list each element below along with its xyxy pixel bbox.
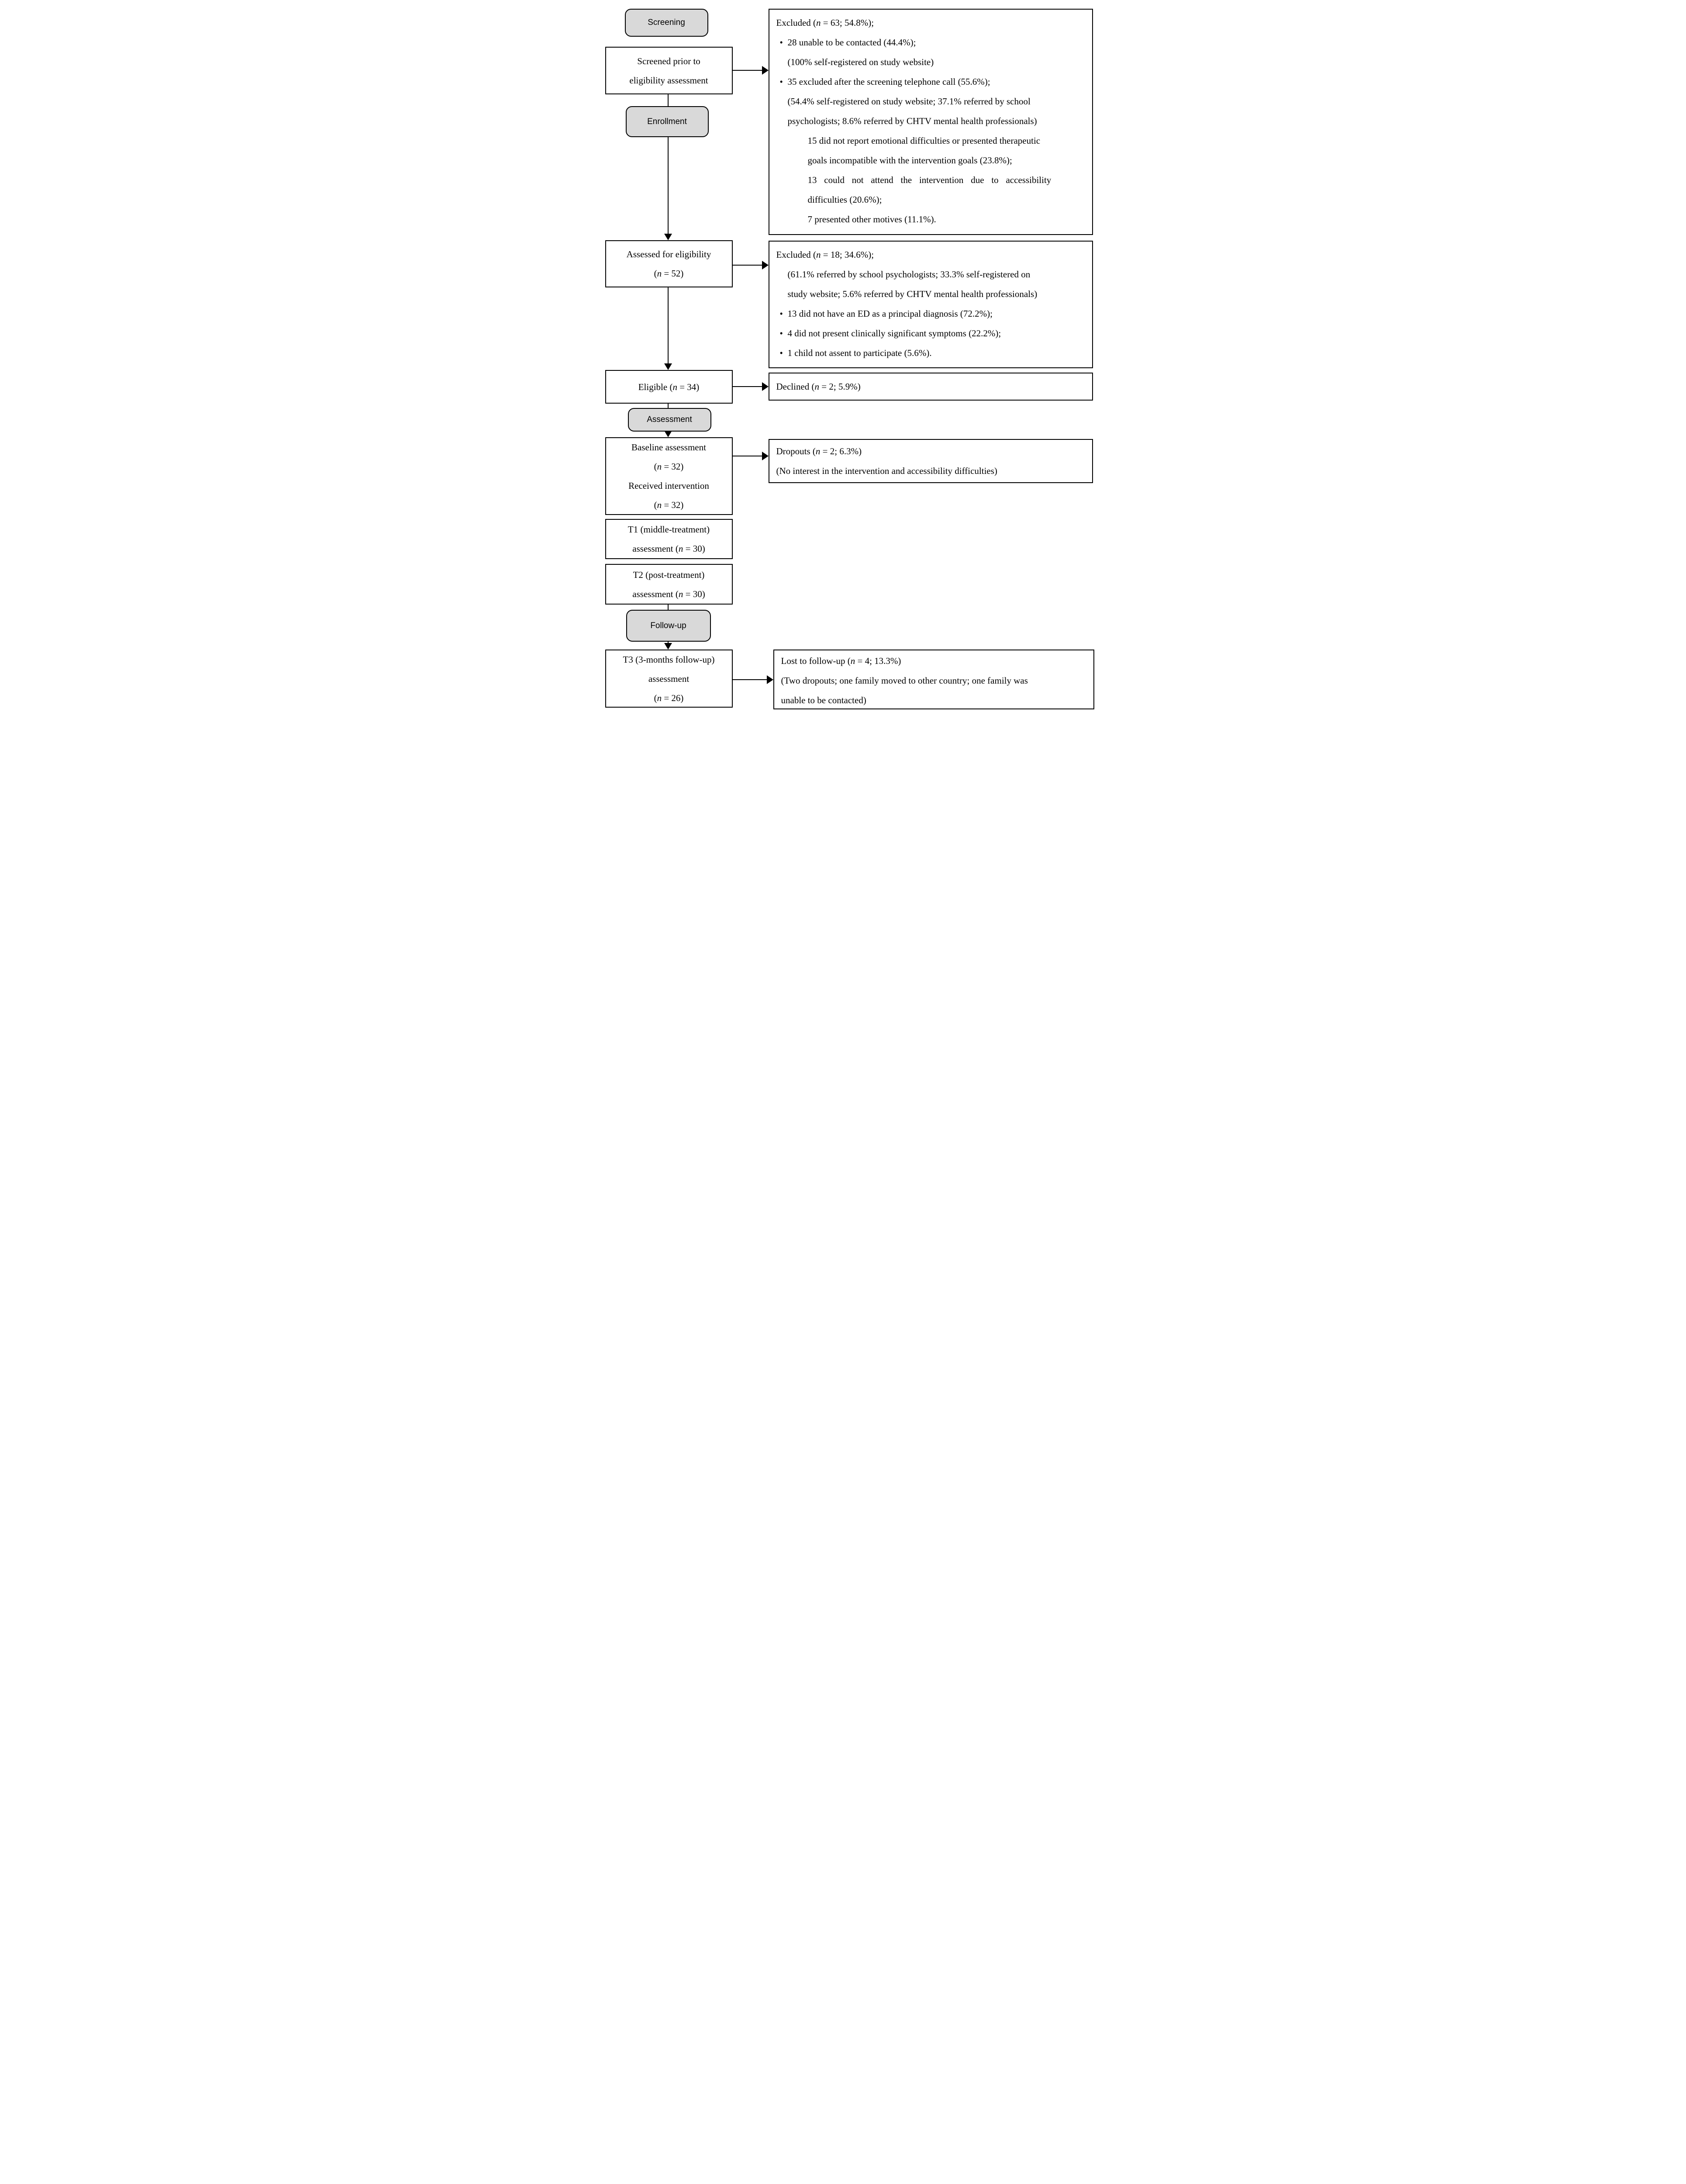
- box-declined: Declined (n = 2; 5.9%): [768, 373, 1093, 401]
- box-text: Screened prior to eligibility assessment: [606, 48, 732, 93]
- arrow-right-icon: [762, 452, 769, 460]
- text-line: Declined (n = 2; 5.9%): [776, 381, 861, 392]
- connector-eligible-to-assessment-label: [667, 404, 669, 408]
- box-eligible: Eligible (n = 34): [605, 370, 733, 404]
- consort-flow-diagram: Screening Enrollment Assessment Follow-u…: [590, 0, 1096, 711]
- box-screened-prior: Screened prior to eligibility assessment: [605, 47, 733, 94]
- box-text: T3 (3-months follow-up) assessment (n = 26…: [606, 650, 732, 707]
- box-t2-assessment: T2 (post-treatment) assessment (n = 30): [605, 564, 733, 605]
- stage-label-text: Screening: [648, 18, 685, 27]
- text-line: Excluded (n = 18; 34.6%);: [776, 249, 874, 260]
- bullet-icon: •: [779, 328, 783, 339]
- text-line: Excluded (n = 63; 54.8%);: [776, 17, 874, 28]
- text-line: T1 (middle-treatment): [628, 524, 710, 535]
- connector-screened-to-enrollment: [667, 94, 669, 106]
- box-excluded-eligibility: Excluded (n = 18; 34.6%); (61.1% referred…: [768, 241, 1093, 368]
- text-line: (100% self-registered on study website): [787, 57, 934, 67]
- text-line: (No interest in the intervention and acc…: [776, 466, 997, 476]
- connector-t2-to-follow-up-label: [667, 605, 669, 610]
- connector-eligible-to-declined: [732, 386, 762, 387]
- bullet-icon: •: [779, 76, 783, 87]
- stage-label-enrollment: Enrollment: [625, 106, 709, 137]
- arrow-right-icon: [762, 382, 769, 391]
- text-line: Lost to follow-up (n = 4; 13.3%): [781, 656, 901, 666]
- stage-label-text: Assessment: [647, 415, 692, 424]
- connector-screened-to-excluded: [732, 70, 762, 71]
- text-line: •28 unable to be contacted (44.4%);: [776, 33, 1089, 52]
- text-line: assessment: [648, 673, 690, 684]
- text-line: 13 could not attend the intervention due…: [807, 175, 1052, 185]
- arrow-down-icon: [664, 643, 672, 650]
- box-baseline-assessment: Baseline assessment (n = 32) Received inte…: [605, 437, 733, 515]
- box-excluded-screening: Excluded (n = 63; 54.8%); •28 unable to b…: [768, 9, 1093, 235]
- box-text: T1 (middle-treatment) assessment (n = 30): [606, 520, 732, 558]
- stage-label-follow-up: Follow-up: [626, 610, 711, 642]
- box-t3-assessment: T3 (3-months follow-up) assessment (n = 26…: [605, 650, 733, 708]
- text-line: •13 did not have an ED as a principal di…: [776, 304, 1089, 324]
- text-line: T2 (post-treatment): [633, 569, 705, 580]
- text-line: (Two dropouts; one family moved to other…: [781, 675, 1028, 686]
- text-line: Assessed for eligibility: [626, 249, 711, 259]
- box-text: T2 (post-treatment) assessment (n = 30): [606, 565, 732, 604]
- text-line: unable to be contacted): [781, 695, 866, 705]
- stage-label-text: Follow-up: [650, 621, 686, 630]
- arrow-right-icon: [762, 261, 769, 270]
- text-line: Dropouts (n = 2; 6.3%): [776, 446, 862, 456]
- stage-label-screening: Screening: [624, 9, 708, 37]
- box-assessed-for-eligibility: Assessed for eligibility (n = 52): [605, 240, 733, 287]
- arrow-down-icon: [664, 234, 672, 240]
- text-line: (n = 32): [654, 461, 684, 472]
- text-line: Baseline assessment: [631, 442, 706, 453]
- text-line: study website; 5.6% referred by CHTV men…: [787, 289, 1038, 299]
- connector-enrollment-to-assessed: [667, 137, 669, 234]
- bullet-icon: •: [779, 348, 783, 358]
- text-line: Eligible (n = 34): [638, 381, 700, 392]
- arrow-right-icon: [766, 675, 773, 684]
- text-line: psychologists; 8.6% referred by CHTV men…: [787, 116, 1037, 126]
- text-line: Screened prior to: [637, 55, 700, 66]
- connector-follow-up-label-to-t3: [667, 642, 669, 644]
- box-t1-assessment: T1 (middle-treatment) assessment (n = 30): [605, 519, 733, 559]
- text-line: (n = 52): [654, 268, 684, 279]
- arrow-down-icon: [664, 431, 672, 437]
- arrow-right-icon: [762, 66, 769, 75]
- bullet-icon: •: [779, 308, 783, 319]
- text-line: (n = 32): [654, 500, 684, 510]
- text-line: Received intervention: [628, 480, 709, 491]
- connector-assessed-to-excluded: [732, 265, 762, 266]
- connector-assessed-to-eligible: [667, 287, 669, 363]
- box-text: Assessed for eligibility (n = 52): [606, 241, 732, 287]
- text-line: •1 child not assent to participate (5.6%…: [776, 343, 1089, 363]
- text-line: •35 excluded after the screening telepho…: [776, 72, 1089, 92]
- text-line: 15 did not report emotional difficulties…: [807, 135, 1041, 146]
- text-line: assessment (n = 30): [632, 588, 705, 599]
- text-line: T3 (3-months follow-up): [623, 654, 715, 665]
- stage-label-assessment: Assessment: [628, 408, 711, 432]
- box-text: Eligible (n = 34): [606, 371, 732, 403]
- text-line: assessment (n = 30): [632, 543, 705, 554]
- text-line: •4 did not present clinically significan…: [776, 324, 1089, 343]
- stage-label-text: Enrollment: [647, 117, 687, 126]
- box-dropouts: Dropouts (n = 2; 6.3%) (No interest in th…: [768, 439, 1093, 483]
- box-text: Baseline assessment (n = 32) Received inte…: [606, 438, 732, 514]
- text-line: (54.4% self-registered on study website;…: [787, 96, 1031, 107]
- bullet-icon: •: [779, 37, 783, 48]
- arrow-down-icon: [664, 363, 672, 370]
- text-line: difficulties (20.6%);: [807, 194, 882, 205]
- text-line: goals incompatible with the intervention…: [807, 155, 1012, 166]
- text-line: (n = 26): [654, 692, 684, 703]
- connector-t3-to-lost: [732, 679, 767, 680]
- text-line: 7 presented other motives (11.1%).: [807, 214, 936, 225]
- box-lost-to-follow-up: Lost to follow-up (n = 4; 13.3%) (Two dro…: [773, 650, 1094, 709]
- text-line: (61.1% referred by school psychologists;…: [787, 269, 1031, 280]
- text-line: eligibility assessment: [629, 75, 708, 86]
